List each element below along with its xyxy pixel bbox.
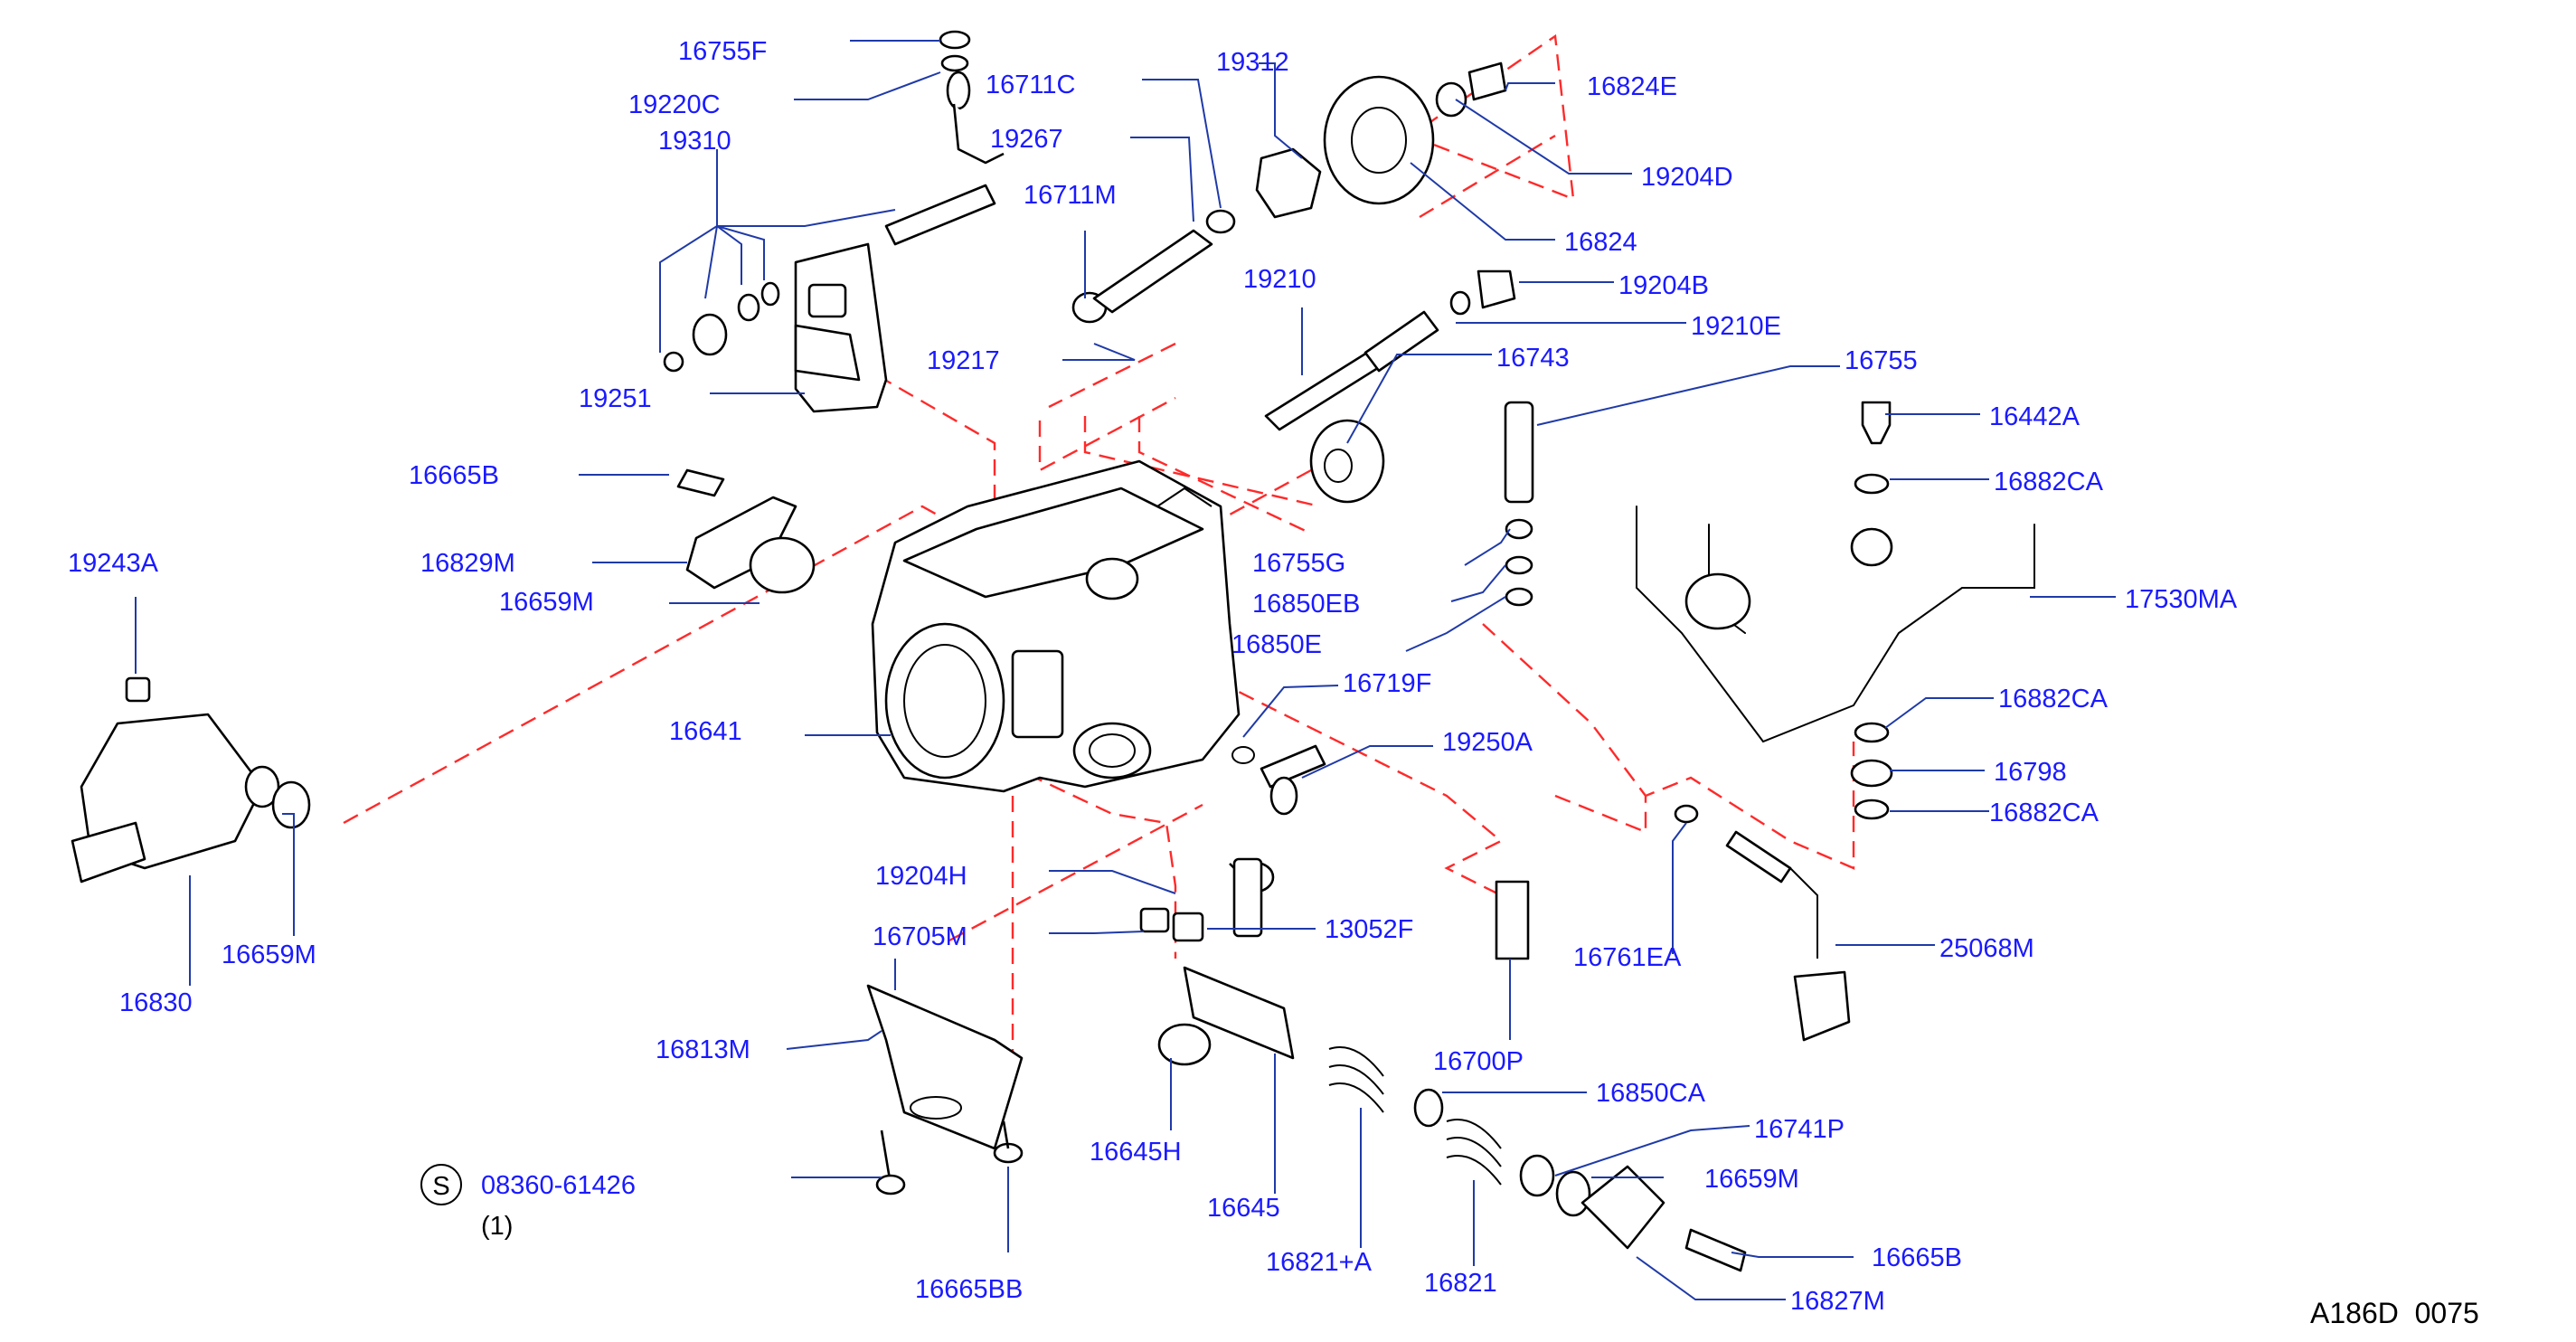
label-16850CA[interactable]: 16850CA (1596, 1079, 1706, 1108)
label-16741P[interactable]: 16741P (1754, 1115, 1845, 1144)
solenoid-valve-assembly (71, 676, 311, 884)
label-19210[interactable]: 19210 (1243, 265, 1316, 294)
label-16665B-bottom[interactable]: 16665B (1872, 1243, 1962, 1272)
label-16882CA-3[interactable]: 16882CA (1989, 799, 2099, 827)
label-19312[interactable]: 19312 (1216, 48, 1289, 77)
label-16665B-top[interactable]: 16665B (409, 461, 499, 490)
label-16761EA[interactable]: 16761EA (1573, 943, 1682, 972)
label-19250A[interactable]: 19250A (1442, 728, 1533, 757)
cam-plate-roller-assembly (1255, 61, 1507, 219)
governor-cover-assembly (794, 30, 1005, 413)
label-16659M-b[interactable]: 16659M (222, 940, 316, 969)
standard-part-callout: S 08360-61426 (1) (420, 1164, 636, 1241)
label-16755[interactable]: 16755 (1845, 346, 1918, 375)
label-25068M[interactable]: 25068M (1939, 934, 2034, 963)
small-governor-parts (663, 209, 1236, 373)
label-16442A[interactable]: 16442A (1989, 402, 2081, 431)
label-16645[interactable]: 16645 (1207, 1194, 1280, 1223)
label-16824E[interactable]: 16824E (1587, 72, 1677, 101)
leader-lines (135, 40, 2116, 1300)
label-16813M[interactable]: 16813M (656, 1035, 750, 1064)
main-pump-body (871, 459, 1241, 793)
label-16830[interactable]: 16830 (119, 988, 193, 1017)
standard-part-symbol: S (432, 1172, 449, 1201)
label-16743[interactable]: 16743 (1496, 344, 1570, 373)
bracket-assembly (866, 880, 1530, 1196)
label-19204H[interactable]: 19204H (875, 862, 967, 891)
label-19210E[interactable]: 19210E (1691, 312, 1781, 341)
diagram-reference-code: A186D 0075 (2310, 1297, 2479, 1329)
label-16821-plus-A[interactable]: 16821+A (1266, 1248, 1373, 1277)
sensor-harness-assembly (1674, 804, 1851, 1042)
label-16824[interactable]: 16824 (1564, 228, 1637, 257)
label-19243A[interactable]: 19243A (68, 549, 159, 578)
advance-piston-assembly (1157, 857, 1747, 1272)
label-17530MA[interactable]: 17530MA (2125, 585, 2238, 614)
label-13052F[interactable]: 13052F (1325, 915, 1413, 944)
label-16755F[interactable]: 16755F (678, 37, 767, 66)
label-19251[interactable]: 19251 (579, 384, 652, 413)
label-16711C[interactable]: 16711C (986, 71, 1075, 99)
standard-part-quantity: (1) (481, 1212, 513, 1241)
label-19220C[interactable]: 19220C (628, 90, 721, 119)
standard-part-number[interactable]: 08360-61426 (481, 1171, 636, 1200)
label-16850E[interactable]: 16850E (1231, 630, 1322, 659)
drive-shaft-assembly (1264, 269, 1516, 504)
label-16700P[interactable]: 16700P (1433, 1047, 1524, 1076)
label-19204D[interactable]: 19204D (1641, 163, 1733, 192)
label-19204B[interactable]: 19204B (1618, 271, 1709, 300)
fuel-return-pipe-assembly (1636, 401, 2035, 820)
label-19217[interactable]: 19217 (927, 346, 1000, 375)
label-16821[interactable]: 16821 (1424, 1269, 1497, 1298)
label-19267[interactable]: 19267 (990, 125, 1063, 154)
label-16829M[interactable]: 16829M (420, 549, 515, 578)
label-16665BB[interactable]: 16665BB (915, 1275, 1023, 1304)
standard-part-circle-icon (420, 1164, 462, 1205)
label-16827M[interactable]: 16827M (1790, 1287, 1885, 1316)
label-19310[interactable]: 19310 (658, 127, 731, 156)
label-16705M[interactable]: 16705M (873, 922, 967, 951)
label-16882CA-1[interactable]: 16882CA (1994, 468, 2104, 496)
part-number-labels: 16755F 19220C 16711C 19312 16824E 19310 … (68, 37, 2238, 1316)
label-16711M[interactable]: 16711M (1024, 181, 1117, 210)
label-16850EB[interactable]: 16850EB (1252, 590, 1360, 619)
label-16882CA-2[interactable]: 16882CA (1998, 685, 2109, 714)
label-16798[interactable]: 16798 (1994, 758, 2067, 787)
label-16641[interactable]: 16641 (669, 717, 742, 746)
label-16755G[interactable]: 16755G (1252, 549, 1345, 578)
delivery-valve-parts (1504, 401, 1534, 607)
label-16645H[interactable]: 16645H (1090, 1138, 1182, 1167)
label-16659M-a[interactable]: 16659M (499, 588, 594, 617)
label-16719F[interactable]: 16719F (1343, 669, 1431, 698)
cover-plate-parts (676, 468, 1326, 816)
label-16659M-c[interactable]: 16659M (1704, 1165, 1799, 1194)
